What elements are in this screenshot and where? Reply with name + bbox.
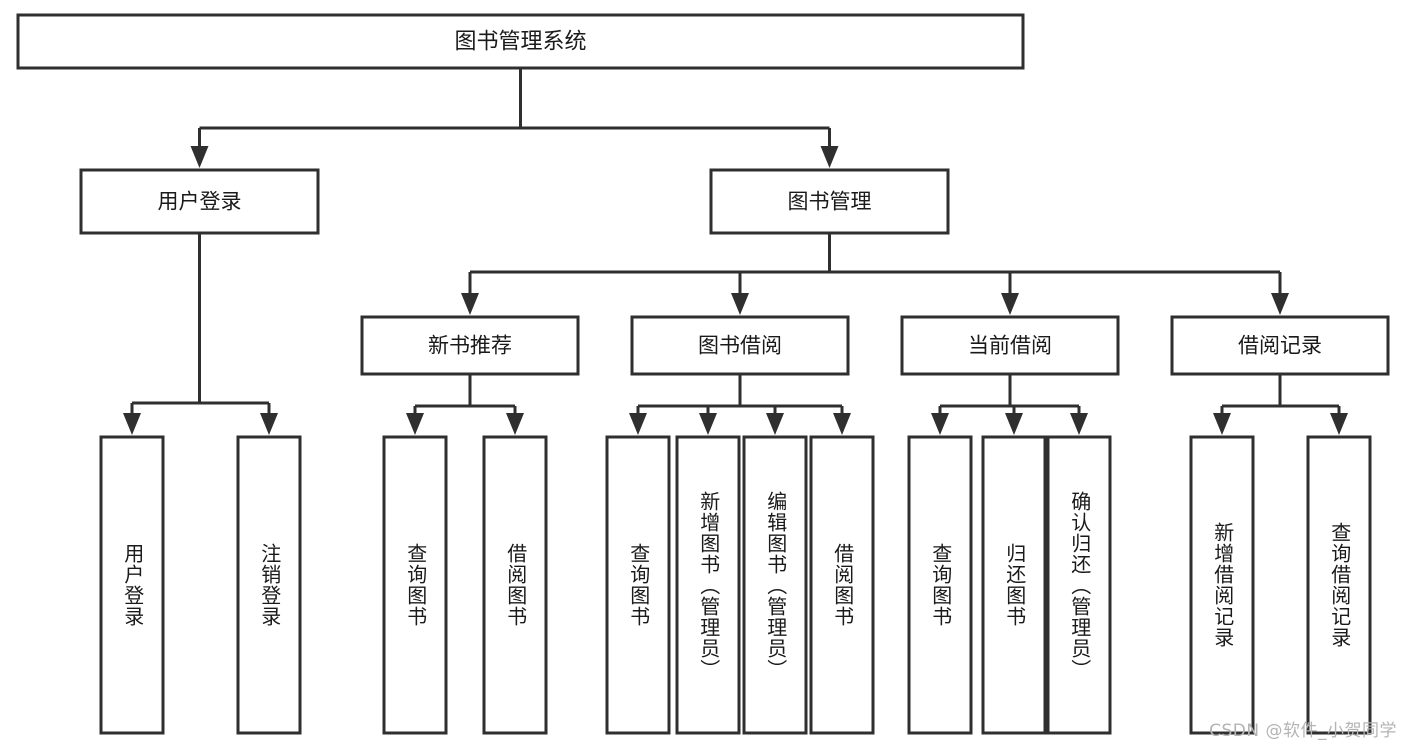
leaf-node-查询图书-4[interactable] <box>605 435 671 735</box>
level2-node-新书推荐-rect <box>360 315 580 376</box>
leaf-node-查询图书-8[interactable] <box>907 435 973 735</box>
leaf-node-查询图书-2[interactable] <box>382 435 448 735</box>
arrow-head-icon <box>1001 293 1019 315</box>
root-node-图书管理系统-rect <box>16 13 1025 70</box>
arrow-head-icon <box>1213 413 1231 435</box>
arrow-head-icon <box>820 146 839 168</box>
leaf-node-rect <box>1306 435 1372 735</box>
leaf-node-rect <box>482 435 548 735</box>
level2-node-当前借阅-rect <box>900 315 1120 376</box>
leaf-node-新增借阅记录-11[interactable] <box>1189 435 1255 735</box>
arrow-head-icon <box>1070 413 1088 435</box>
arrow-head-icon <box>190 146 209 168</box>
leaf-node-rect <box>99 435 165 735</box>
leaf-node-查询借阅记录-12[interactable] <box>1306 435 1372 735</box>
arrow-head-icon <box>766 413 784 435</box>
root-node-图书管理系统[interactable]: 图书管理系统 <box>16 13 1025 70</box>
leaf-node-rect <box>809 435 875 735</box>
leaf-node-归还图书-9[interactable] <box>981 435 1047 735</box>
arrow-head-icon <box>731 293 749 315</box>
leaf-node-注销登录-1[interactable] <box>236 435 302 735</box>
leaf-node-借阅图书-3[interactable] <box>482 435 548 735</box>
leaf-node-确认归还管理员-10[interactable] <box>1046 435 1112 735</box>
arrow-head-icon <box>123 413 141 435</box>
watermark-text: CSDN @软件_小贺同学 <box>1209 721 1397 741</box>
arrow-head-icon <box>406 413 424 435</box>
leaf-node-编辑图书管理员-6[interactable] <box>742 435 808 735</box>
level2-node-新书推荐-label: 新书推荐 <box>428 334 512 358</box>
root-node-图书管理系统-label: 图书管理系统 <box>454 30 586 55</box>
arrow-head-icon <box>260 413 278 435</box>
leaf-node-rect <box>981 435 1047 735</box>
level2-node-借阅记录-rect <box>1170 315 1390 376</box>
leaf-node-rect <box>1189 435 1255 735</box>
connector-layer <box>123 68 1348 435</box>
leaf-node-rect <box>605 435 671 735</box>
arrow-head-icon <box>1005 413 1023 435</box>
level2-node-当前借阅[interactable]: 当前借阅 <box>900 315 1120 376</box>
level1-node-图书管理-label: 图书管理 <box>788 190 872 214</box>
level2-node-借阅记录-label: 借阅记录 <box>1238 334 1322 358</box>
leaf-node-rect <box>907 435 973 735</box>
leaf-node-rect <box>1046 435 1112 735</box>
level1-node-用户登录-rect <box>79 168 320 235</box>
arrow-head-icon <box>629 413 647 435</box>
level2-node-图书借阅-rect <box>630 315 850 376</box>
arrow-head-icon <box>1330 413 1348 435</box>
leaf-node-借阅图书-7[interactable] <box>809 435 875 735</box>
leaf-node-rect <box>742 435 808 735</box>
leaf-node-rect <box>675 435 741 735</box>
level1-node-图书管理-rect <box>709 168 950 235</box>
level1-node-用户登录-label: 用户登录 <box>158 190 242 214</box>
leaf-node-用户登录-0[interactable] <box>99 435 165 735</box>
level2-node-图书借阅[interactable]: 图书借阅 <box>630 315 850 376</box>
level1-node-用户登录[interactable]: 用户登录 <box>79 168 320 235</box>
arrow-head-icon <box>461 293 479 315</box>
arrow-head-icon <box>1271 293 1289 315</box>
leaf-node-新增图书管理员-5[interactable] <box>675 435 741 735</box>
arrow-head-icon <box>833 413 851 435</box>
leaf-node-rect <box>382 435 448 735</box>
level2-node-借阅记录[interactable]: 借阅记录 <box>1170 315 1390 376</box>
level2-node-图书借阅-label: 图书借阅 <box>698 334 782 358</box>
arrow-head-icon <box>699 413 717 435</box>
level2-node-新书推荐[interactable]: 新书推荐 <box>360 315 580 376</box>
level2-node-当前借阅-label: 当前借阅 <box>968 334 1052 358</box>
level1-node-图书管理[interactable]: 图书管理 <box>709 168 950 235</box>
leaf-node-rect <box>236 435 302 735</box>
arrow-head-icon <box>506 413 524 435</box>
arrow-head-icon <box>931 413 949 435</box>
